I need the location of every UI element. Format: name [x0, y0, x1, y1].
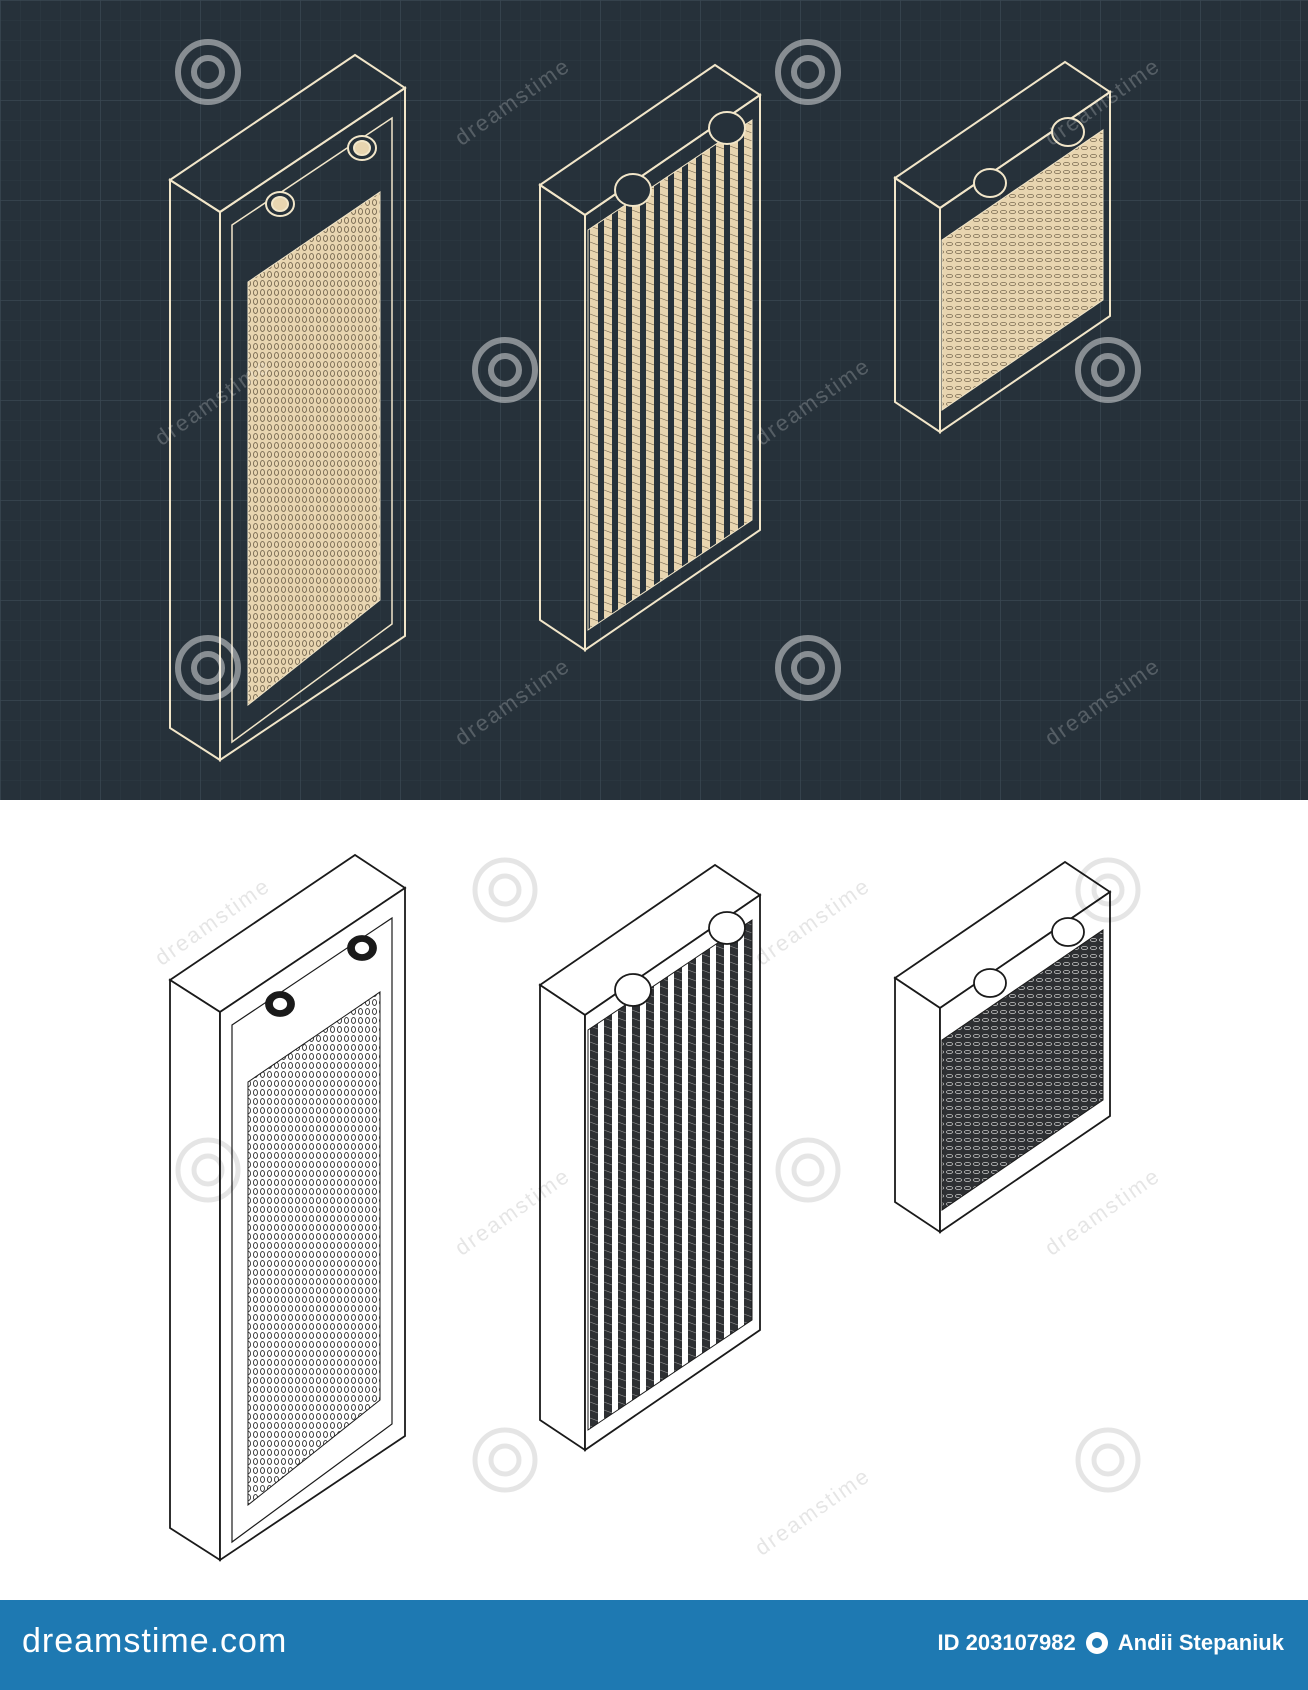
image-id: ID 203107982: [937, 1630, 1076, 1655]
radiator-medium: [538, 63, 762, 652]
credit-footer: dreamstime.com ID 203107982 Andii Stepan…: [0, 1600, 1308, 1690]
image-credits: ID 203107982 Andii Stepaniuk: [938, 1630, 1284, 1656]
radiator-small: [893, 60, 1112, 434]
radiator-large-lineart: [168, 853, 407, 1562]
blueprint-panel: dreamstime dreamstime dreamstime dreamst…: [0, 0, 1308, 800]
watermark-swirls: [175, 39, 1141, 701]
lineart-panel: dreamstime dreamstime dreamstime dreamst…: [0, 800, 1308, 1600]
brand-logo-text: dreamstime.com: [22, 1622, 288, 1660]
watermark-swirls-light: [175, 857, 1141, 1493]
camera-icon: [1085, 1632, 1108, 1654]
radiator-small-lineart: [893, 860, 1112, 1234]
radiator-large: [168, 53, 407, 762]
lineart-drawing: [168, 853, 1141, 1562]
blueprint-drawing: [0, 0, 1308, 800]
author-name: Andii Stepaniuk: [1117, 1630, 1284, 1655]
radiator-medium-lineart: [538, 863, 762, 1452]
